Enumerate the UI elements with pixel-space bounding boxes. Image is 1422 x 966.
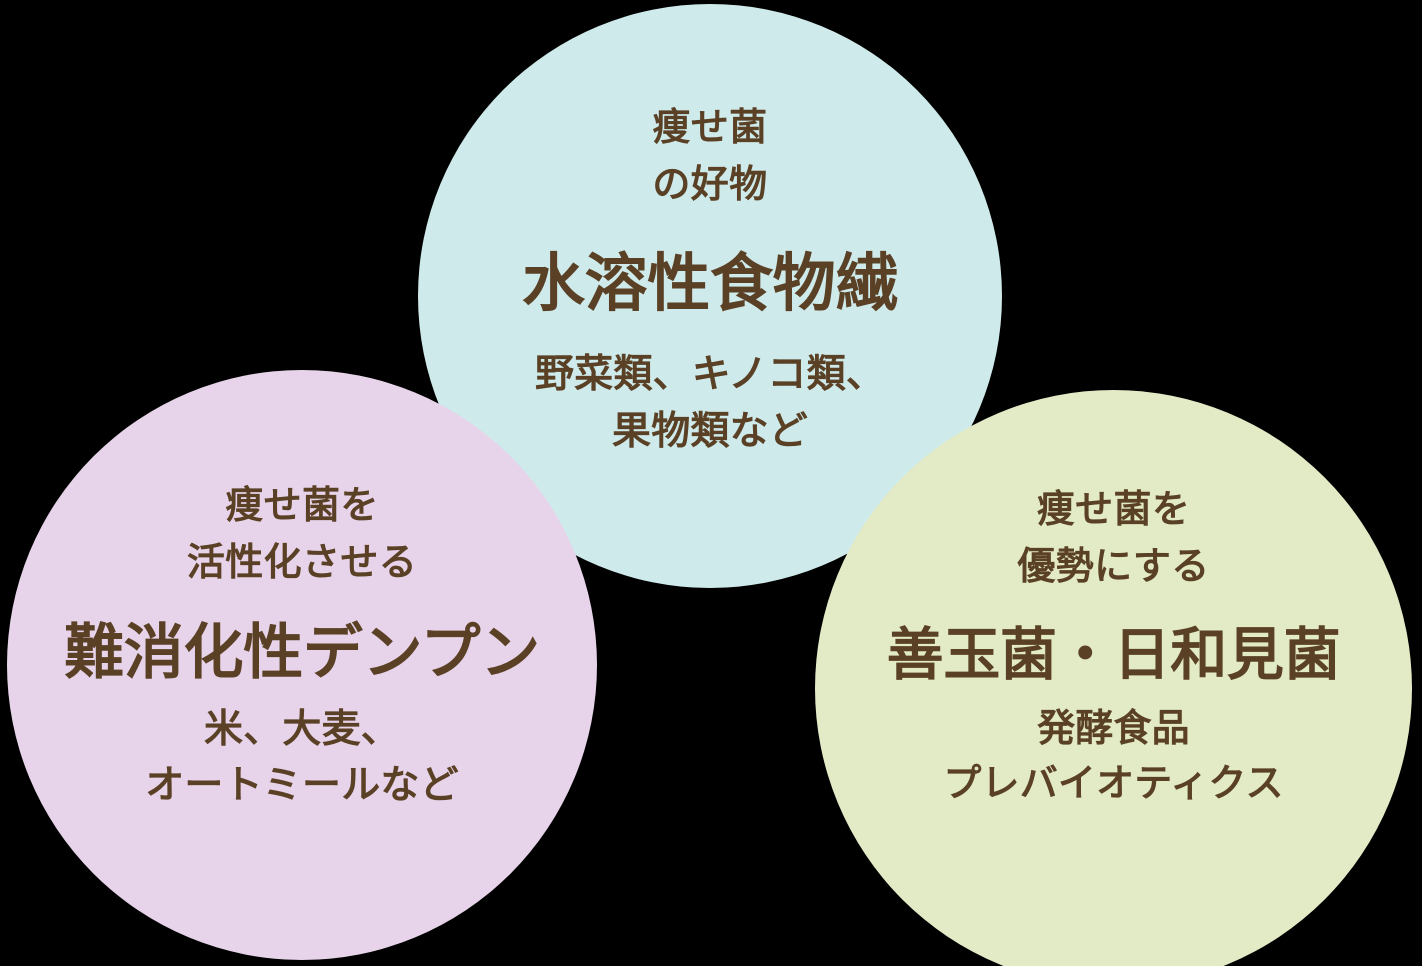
bubble-eyebrow-fiber: 痩せ菌 の好物 [652, 107, 768, 206]
bubble-headline-starch: 難消化性デンプン [64, 619, 540, 686]
bubble-sub-fiber: 野菜類、キノコ類、 果物類など [534, 353, 886, 453]
bubble-headline-bacteria: 善玉菌・日和見菌 [886, 623, 1341, 687]
bubble-eyebrow-bacteria: 痩せ菌を 優勢にする [1017, 489, 1210, 588]
bubble-good-and-opportunistic-bacteria: 痩せ菌を 優勢にする 善玉菌・日和見菌 発酵食品 プレバイオティクス [815, 390, 1412, 966]
bubble-headline-fiber: 水溶性食物繊 [521, 249, 899, 319]
bubble-sub-starch: 米、大麦、 オートミールなど [145, 707, 459, 808]
bubble-sub-bacteria: 発酵食品 プレバイオティクス [943, 708, 1284, 806]
bubble-eyebrow-starch: 痩せ菌を 活性化させる [186, 485, 418, 584]
bubble-resistant-starch: 痩せ菌を 活性化させる 難消化性デンプン 米、大麦、 オートミールなど [7, 370, 597, 960]
